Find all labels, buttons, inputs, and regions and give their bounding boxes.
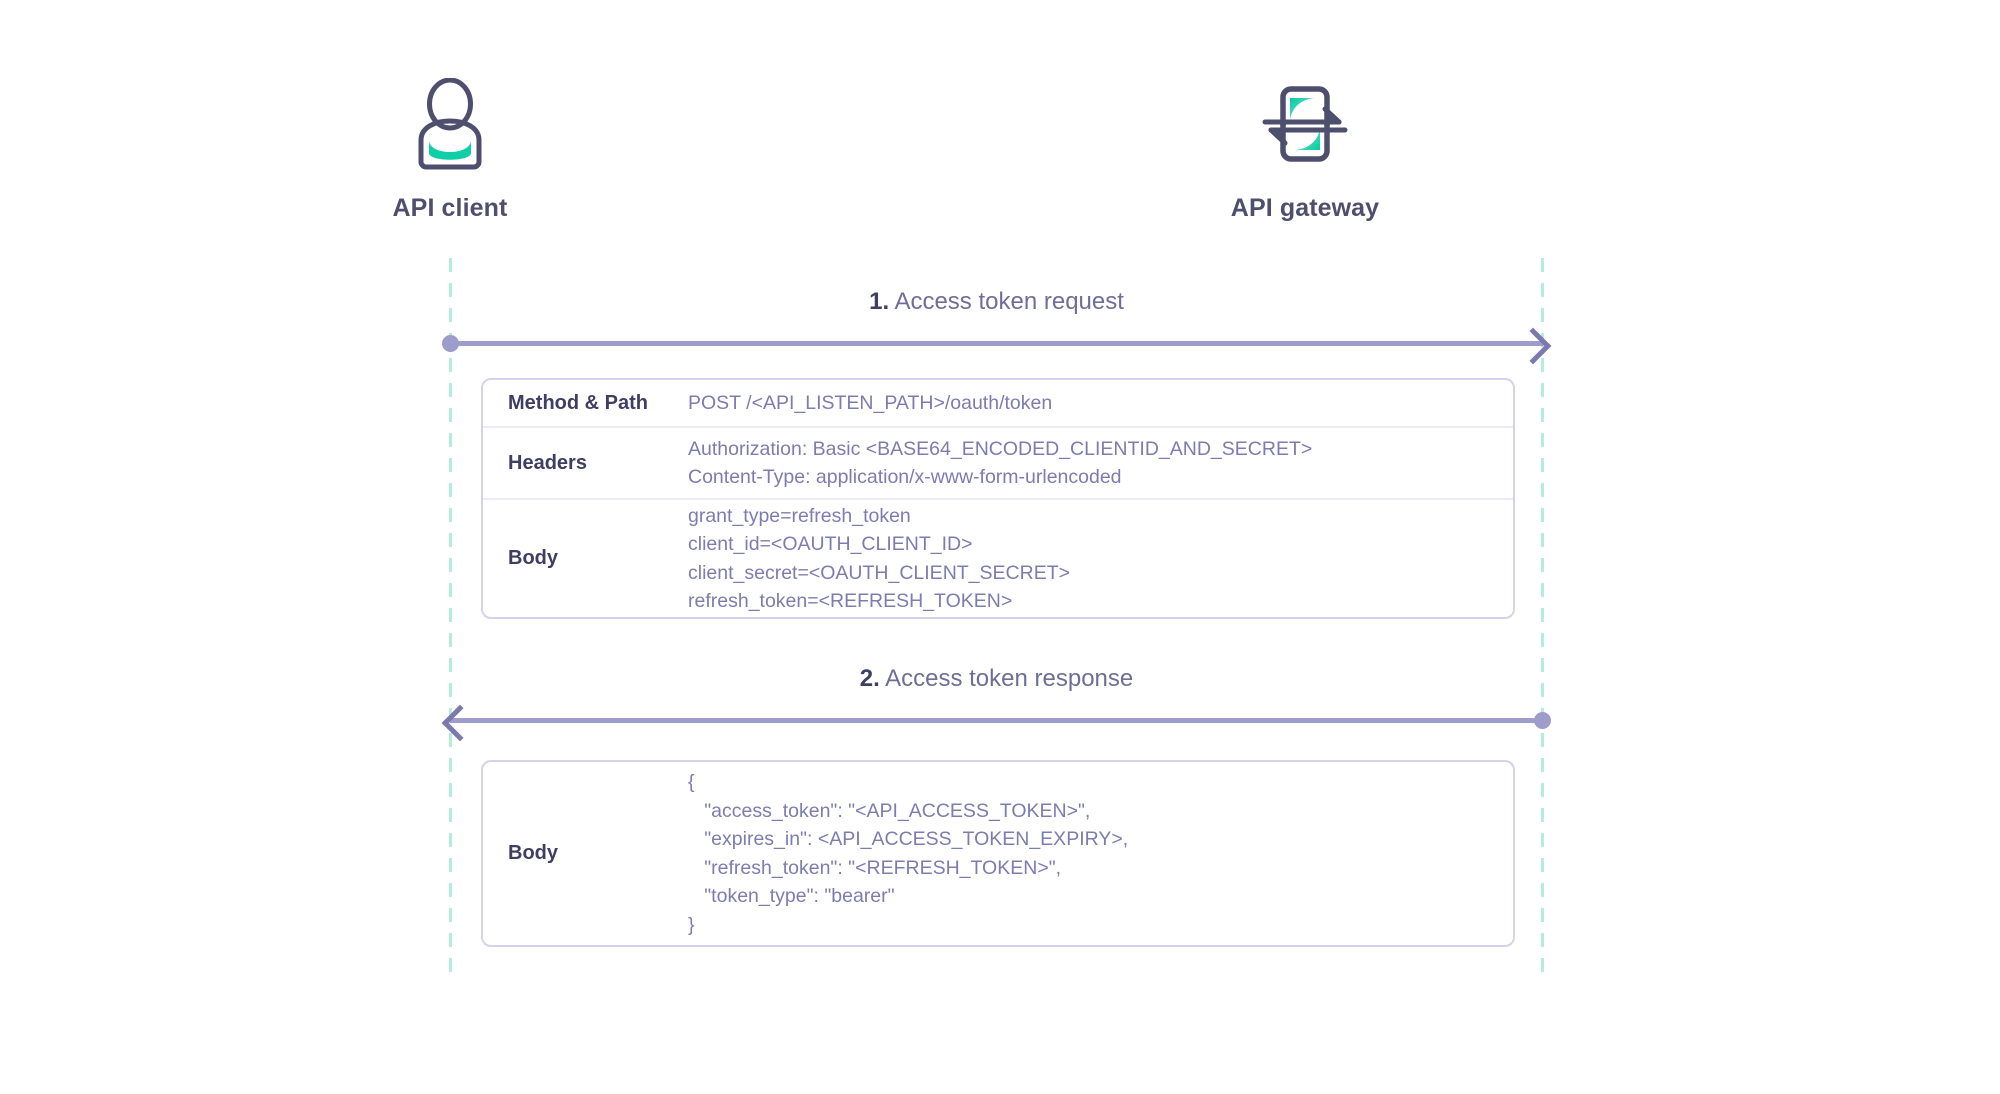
response-details-card: Body { "access_token": "<API_ACCESS_TOKE…: [481, 760, 1515, 947]
message-1-text: Access token request: [894, 288, 1124, 315]
arrow-origin-dot: [442, 335, 459, 352]
arrow-head-right-icon: [1514, 327, 1552, 365]
row-value: POST /<API_LISTEN_PATH>/oauth/token: [688, 389, 1513, 418]
value-line: Authorization: Basic <BASE64_ENCODED_CLI…: [688, 437, 1313, 460]
value-line: }: [688, 913, 695, 936]
message-2-text: Access token response: [885, 665, 1134, 692]
user-icon: [300, 78, 600, 170]
message-2: 2. Access token response: [441, 665, 1551, 742]
actor-api-client: API client: [300, 78, 600, 223]
arrow-line: [449, 341, 1544, 346]
actor-api-gateway: API gateway: [1155, 78, 1455, 223]
gateway-exchange-icon: [1155, 78, 1455, 170]
actor-label: API client: [392, 194, 508, 222]
actor-label: API gateway: [1230, 194, 1380, 222]
row-label: Method & Path: [508, 391, 648, 414]
table-row: Method & Path POST /<API_LISTEN_PATH>/oa…: [483, 380, 1513, 428]
lifeline-api-gateway: [1541, 258, 1544, 976]
value-line: {: [688, 771, 695, 793]
value-line: grant_type=refresh_token: [688, 504, 911, 527]
arrow-line: [449, 718, 1544, 723]
value-line: "expires_in": <API_ACCESS_TOKEN_EXPIRY>,: [688, 828, 1129, 850]
message-2-arrow: [441, 704, 1551, 742]
row-label: Body: [508, 842, 558, 864]
message-2-label: 2. Access token response: [449, 665, 1544, 693]
message-1-arrow: [442, 327, 1552, 365]
value-line: "token_type": "bearer": [688, 885, 895, 907]
table-row: Body grant_type=refresh_token client_id=…: [483, 500, 1513, 617]
lifeline-api-client: [449, 258, 452, 976]
message-1-number: 1.: [869, 288, 890, 315]
arrow-origin-dot: [1534, 712, 1551, 729]
row-label: Headers: [508, 451, 587, 474]
table-row: Body { "access_token": "<API_ACCESS_TOKE…: [483, 762, 1513, 945]
row-value: grant_type=refresh_token client_id=<OAUT…: [688, 502, 1513, 616]
value-line: Content-Type: application/x-www-form-url…: [688, 466, 1122, 488]
row-value: { "access_token": "<API_ACCESS_TOKEN>", …: [688, 768, 1513, 939]
table-row: Headers Authorization: Basic <BASE64_ENC…: [483, 428, 1513, 500]
value-line: "refresh_token": "<REFRESH_TOKEN>",: [688, 856, 1062, 879]
request-details-card: Method & Path POST /<API_LISTEN_PATH>/oa…: [481, 378, 1515, 619]
value-line: client_id=<OAUTH_CLIENT_ID>: [688, 533, 973, 555]
value-line: client_secret=<OAUTH_CLIENT_SECRET>: [688, 561, 1071, 584]
row-value: Authorization: Basic <BASE64_ENCODED_CLI…: [688, 435, 1513, 492]
value-line: refresh_token=<REFRESH_TOKEN>: [688, 590, 1013, 612]
message-1: 1. Access token request: [442, 288, 1552, 365]
row-label: Body: [508, 547, 558, 569]
value-line: "access_token": "<API_ACCESS_TOKEN>",: [688, 799, 1091, 822]
message-2-number: 2.: [859, 665, 880, 692]
message-1-label: 1. Access token request: [449, 288, 1544, 316]
value-line: POST /<API_LISTEN_PATH>/oauth/token: [688, 391, 1053, 414]
arrow-head-left-icon: [441, 704, 479, 742]
